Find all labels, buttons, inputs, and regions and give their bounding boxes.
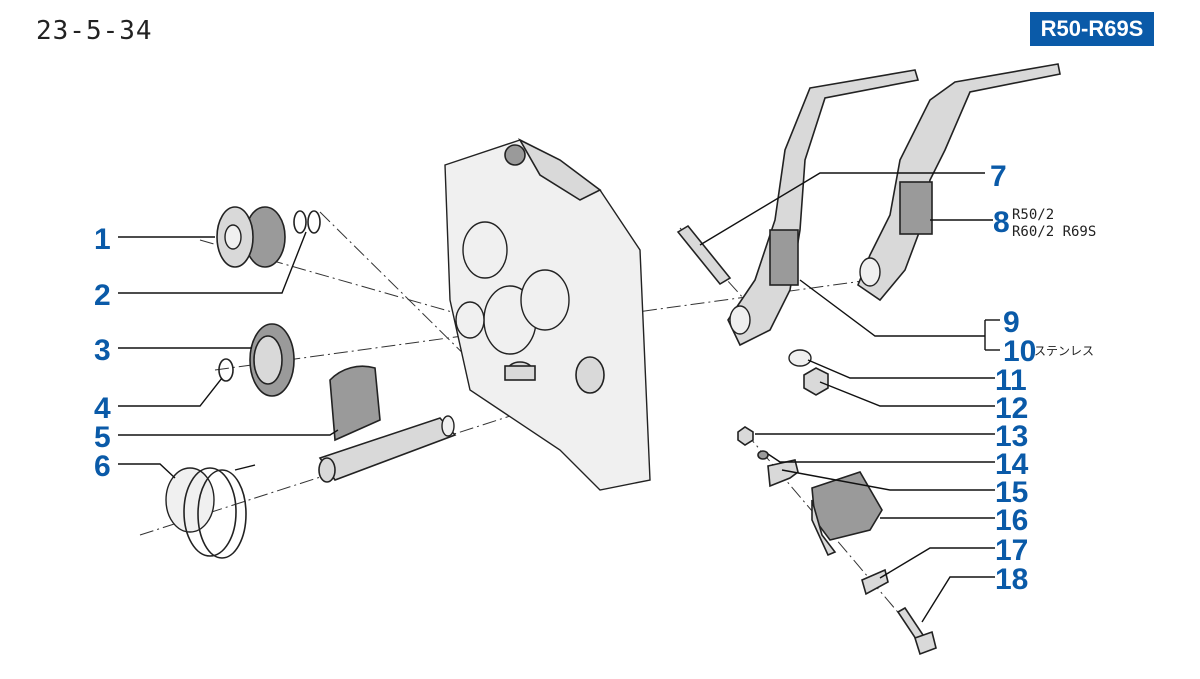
callout-2: 2	[94, 279, 111, 312]
callout-13: 13	[995, 420, 1028, 453]
part-14-washer	[757, 450, 769, 460]
part-3-gear	[249, 323, 295, 397]
part-7-pin	[676, 224, 732, 286]
callout-3: 3	[94, 334, 111, 367]
callout-14: 14	[995, 448, 1029, 481]
part-17-clamp	[861, 568, 889, 596]
part-8-kickstart-lever	[857, 63, 1061, 302]
gearbox-cover	[444, 138, 651, 491]
callout-18: 18	[995, 563, 1028, 596]
part-15-clip	[767, 459, 799, 488]
part-18-bolt	[896, 606, 937, 656]
part-5-kickstart-shaft	[318, 365, 457, 483]
part-12-nut	[803, 367, 829, 396]
item8-note-line2: R60/2 R69S	[1012, 224, 1096, 240]
callout-6: 6	[94, 450, 111, 483]
item8-note-line1: R50/2	[1012, 207, 1054, 223]
part-16-rubber-pad	[811, 471, 883, 557]
callout-5: 5	[94, 421, 111, 454]
part-13-nut	[737, 426, 754, 446]
part-4-ring	[218, 358, 234, 382]
kickstart-lever-1	[727, 69, 920, 347]
callout-numbers: 1 2 3 4 5 6 7 8 9 10 11 12 13 14 15 16 1…	[94, 160, 1036, 596]
callout-9: 9	[1003, 306, 1020, 339]
callout-8: 8	[993, 206, 1010, 239]
callout-11: 11	[995, 364, 1027, 397]
callout-7: 7	[990, 160, 1007, 193]
part-2-circlips	[293, 210, 321, 234]
item10-note: ステンレス	[1034, 344, 1094, 358]
callout-12: 12	[995, 392, 1028, 425]
callout-16: 16	[995, 504, 1028, 537]
part-1-pinion-gear	[216, 206, 286, 268]
callout-17: 17	[995, 534, 1028, 567]
callout-10: 10	[1003, 335, 1036, 368]
page-code: 23-5-34	[36, 16, 153, 46]
model-badge: R50-R69S	[1030, 12, 1154, 46]
part-11-washer	[788, 349, 812, 367]
part-6-spring	[165, 464, 256, 559]
leader-lines	[118, 172, 1000, 623]
callout-4: 4	[94, 392, 111, 425]
callout-1: 1	[94, 223, 111, 256]
callout-15: 15	[995, 476, 1028, 509]
